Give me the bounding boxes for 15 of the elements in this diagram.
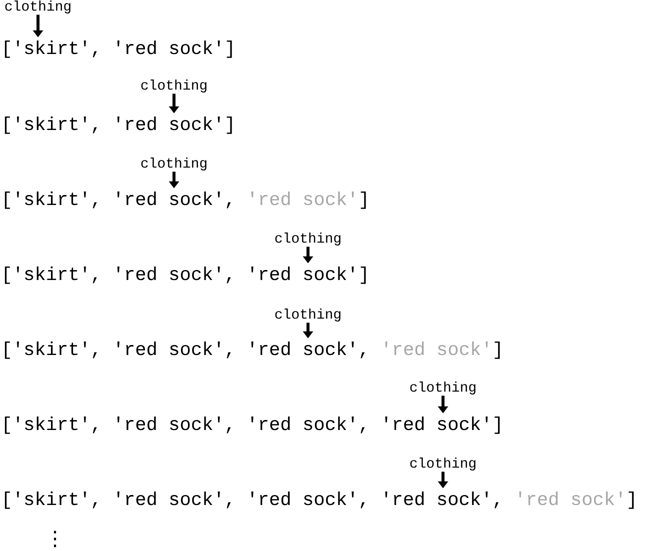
pointer-label: clothing (410, 457, 476, 471)
pointer-label: clothing (275, 232, 340, 246)
list-line: ['skirt', 'red sock'] (4, 116, 232, 134)
pointer-label: clothing (275, 308, 340, 322)
list-line: ['skirt', 'red sock', 'red sock', 'red sock'] (4, 416, 500, 434)
pointer-label: clothing (141, 79, 206, 93)
list-line: ['skirt', 'red sock', 'red sock' ] (4, 192, 366, 209)
list-line: ['skirt', 'red sock', 'red sock', 'red sock' ] (4, 342, 500, 359)
list-line: ['skirt', 'red sock', 'red sock', 'red sock', 'red sock' ] (4, 492, 634, 509)
pointer-label: clothing (410, 381, 476, 395)
pointer-label: clothing (141, 157, 206, 171)
list-line: ['skirt', 'red sock', 'red sock'] (4, 266, 366, 284)
pointer-label: clothing (5, 0, 70, 14)
list-line: ['skirt', 'red sock'] (4, 40, 232, 58)
vertical-ellipsis: ⋮ (54, 530, 56, 548)
